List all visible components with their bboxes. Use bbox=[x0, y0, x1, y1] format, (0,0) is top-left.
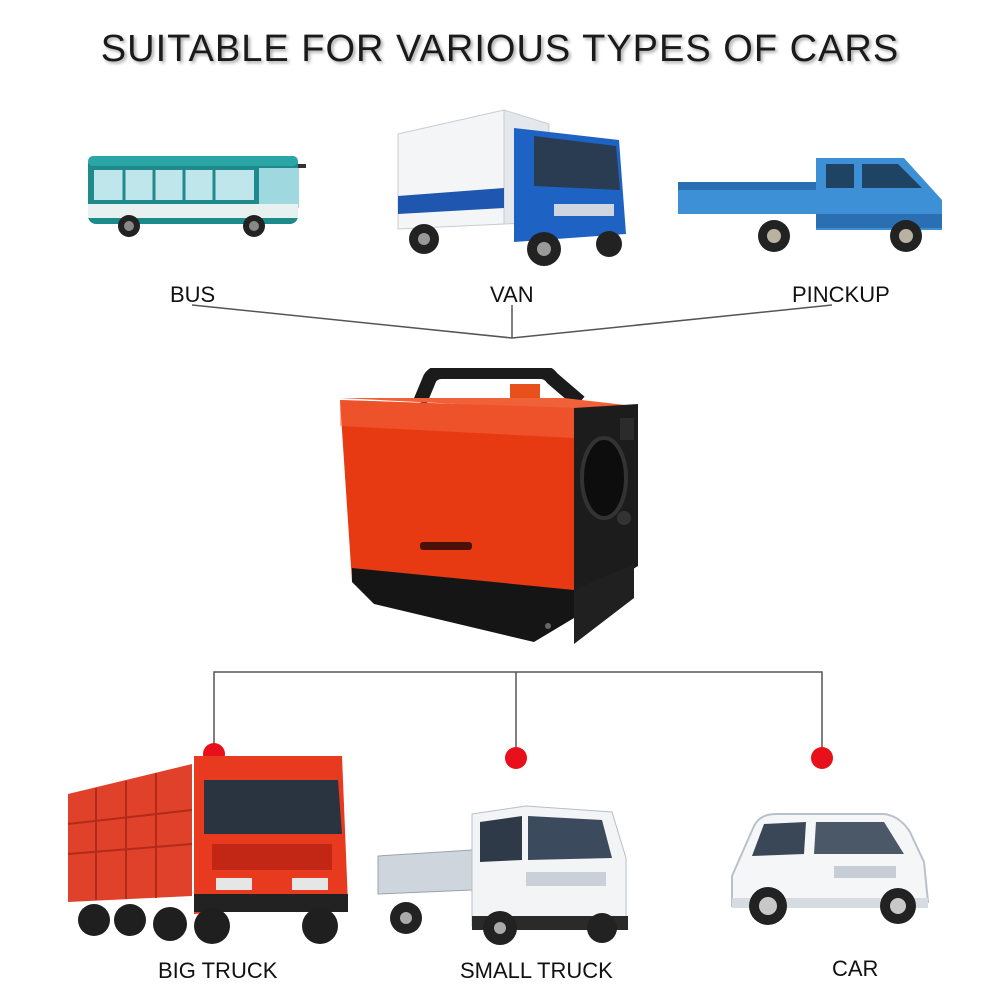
big-truck-image bbox=[67, 756, 348, 944]
bottom-connector-bracket bbox=[213, 671, 823, 752]
car-marker-dot bbox=[811, 747, 833, 769]
heater-image bbox=[340, 368, 638, 644]
van-label: VAN bbox=[490, 282, 534, 307]
small-truck-label: SMALL TRUCK bbox=[460, 958, 613, 983]
van-image bbox=[397, 109, 626, 266]
pickup-label: PINCKUP bbox=[792, 282, 890, 307]
bus-label: BUS bbox=[170, 282, 216, 307]
big-truck-label: BIG TRUCK bbox=[158, 958, 278, 983]
car-label: CAR bbox=[832, 956, 879, 981]
pickup-connector-line bbox=[511, 304, 833, 339]
small-truck-marker-dot bbox=[505, 747, 527, 769]
pickup-image bbox=[678, 158, 942, 252]
car-image bbox=[731, 813, 930, 925]
small-truck-image bbox=[377, 805, 628, 945]
bus-image bbox=[88, 156, 306, 237]
bus-connector-line bbox=[191, 304, 513, 339]
page-title: SUITABLE FOR VARIOUS TYPES OF CARS bbox=[100, 28, 900, 70]
